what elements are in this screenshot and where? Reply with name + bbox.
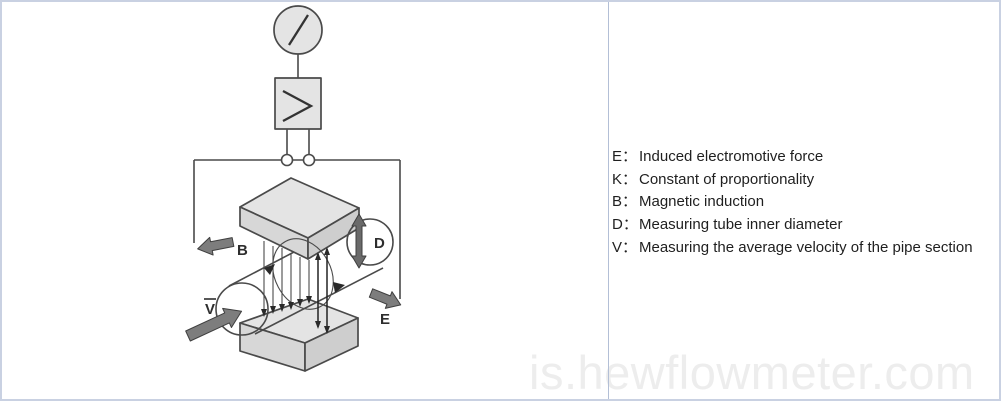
legend-symbol: B： — [612, 193, 638, 211]
panel-divider — [608, 2, 609, 399]
v-arrow-icon — [185, 307, 243, 342]
label-e: E — [380, 311, 390, 328]
electrode-terminals — [280, 153, 316, 167]
legend-symbol: K： — [612, 170, 638, 188]
label-d: D — [374, 235, 385, 252]
legend-item-k: K： Constant of proportionality — [612, 169, 973, 192]
legend-item-v: V： Measuring the average velocity of the… — [612, 237, 973, 260]
legend-item-b: B： Magnetic induction — [612, 191, 973, 214]
legend: E： Induced electromotive force K： Consta… — [612, 146, 973, 260]
magnet-pole-upper — [239, 177, 360, 260]
legend-item-e: E： Induced electromotive force — [612, 146, 973, 169]
circuit-wires — [193, 54, 401, 299]
field-lines — [261, 241, 330, 334]
label-b: B — [237, 242, 248, 259]
b-arrow-icon — [197, 236, 235, 256]
d-dimension-arrow-icon — [351, 213, 367, 269]
indicator-gauge-icon — [273, 5, 323, 55]
legend-text: Measuring tube inner diameter — [639, 216, 843, 234]
watermark: is.hewflowmeter.com — [529, 346, 975, 399]
legend-symbol: E： — [612, 148, 638, 165]
amplifier-icon — [274, 77, 322, 130]
legend-text: Constant of proportionality — [639, 170, 815, 188]
magnet-pole-lower — [239, 298, 359, 372]
label-v: V — [205, 301, 215, 318]
legend-text: Induced electromotive force — [639, 148, 824, 165]
flowmeter-principle-diagram: B D E V — [185, 5, 402, 372]
e-arrow-icon — [368, 288, 402, 309]
electrode-marks — [264, 264, 345, 293]
legend-item-d: D： Measuring tube inner diameter — [612, 214, 973, 237]
legend-text: Magnetic induction — [639, 193, 765, 211]
legend-symbol: D： — [612, 216, 638, 234]
legend-symbol: V： — [612, 238, 638, 256]
legend-text: Measuring the average velocity of the pi… — [639, 238, 973, 256]
